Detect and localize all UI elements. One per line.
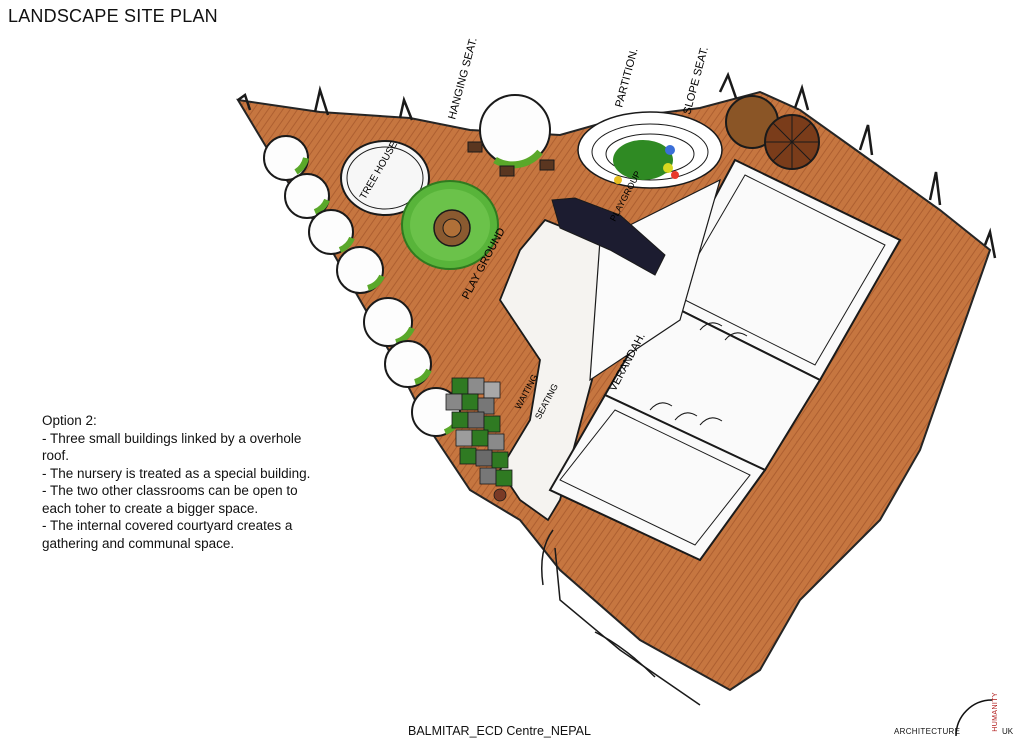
- architecture-for-humanity-logo: ARCHITECTURE HUMANITY UK: [894, 690, 1019, 740]
- design-notes: Option 2: - Three small buildings linked…: [42, 412, 312, 552]
- corner-feature: [725, 95, 820, 170]
- footer-caption: BALMITAR_ECD Centre_NEPAL: [408, 724, 591, 738]
- logo-humanity-text: HUMANITY: [992, 692, 999, 732]
- note-item: - The two other classrooms can be open t…: [42, 483, 298, 516]
- note-item: - Three small buildings linked by a over…: [42, 430, 302, 464]
- note-item: - The internal covered courtyard creates…: [42, 518, 293, 551]
- site-edge-spikes: [237, 71, 997, 259]
- label-partition: PARTITION.: [613, 47, 640, 109]
- door-swings: [649, 322, 748, 426]
- entrance-lines: [541, 529, 701, 706]
- playgroup-area: [577, 111, 723, 189]
- waiting-seating-grid: [445, 377, 513, 502]
- logo-arc-icon: [955, 699, 993, 737]
- page-title: LANDSCAPE SITE PLAN: [8, 6, 218, 26]
- note-item: - The nursery is treated as a special bu…: [42, 465, 311, 481]
- building-classroom-2: [548, 393, 767, 562]
- hanging-seat-tree: [467, 94, 555, 177]
- tree-house: [340, 140, 430, 216]
- logo-uk-text: UK: [1002, 727, 1014, 736]
- label-slope-seat: SLOPE SEAT.: [681, 46, 711, 116]
- label-hanging-seat: HANGING SEAT.: [446, 36, 479, 120]
- playground: [401, 180, 499, 270]
- logo-architecture-text: ARCHITECTURE: [894, 727, 961, 736]
- partition-hedge: [551, 197, 666, 276]
- notes-heading: Option 2:: [42, 413, 97, 428]
